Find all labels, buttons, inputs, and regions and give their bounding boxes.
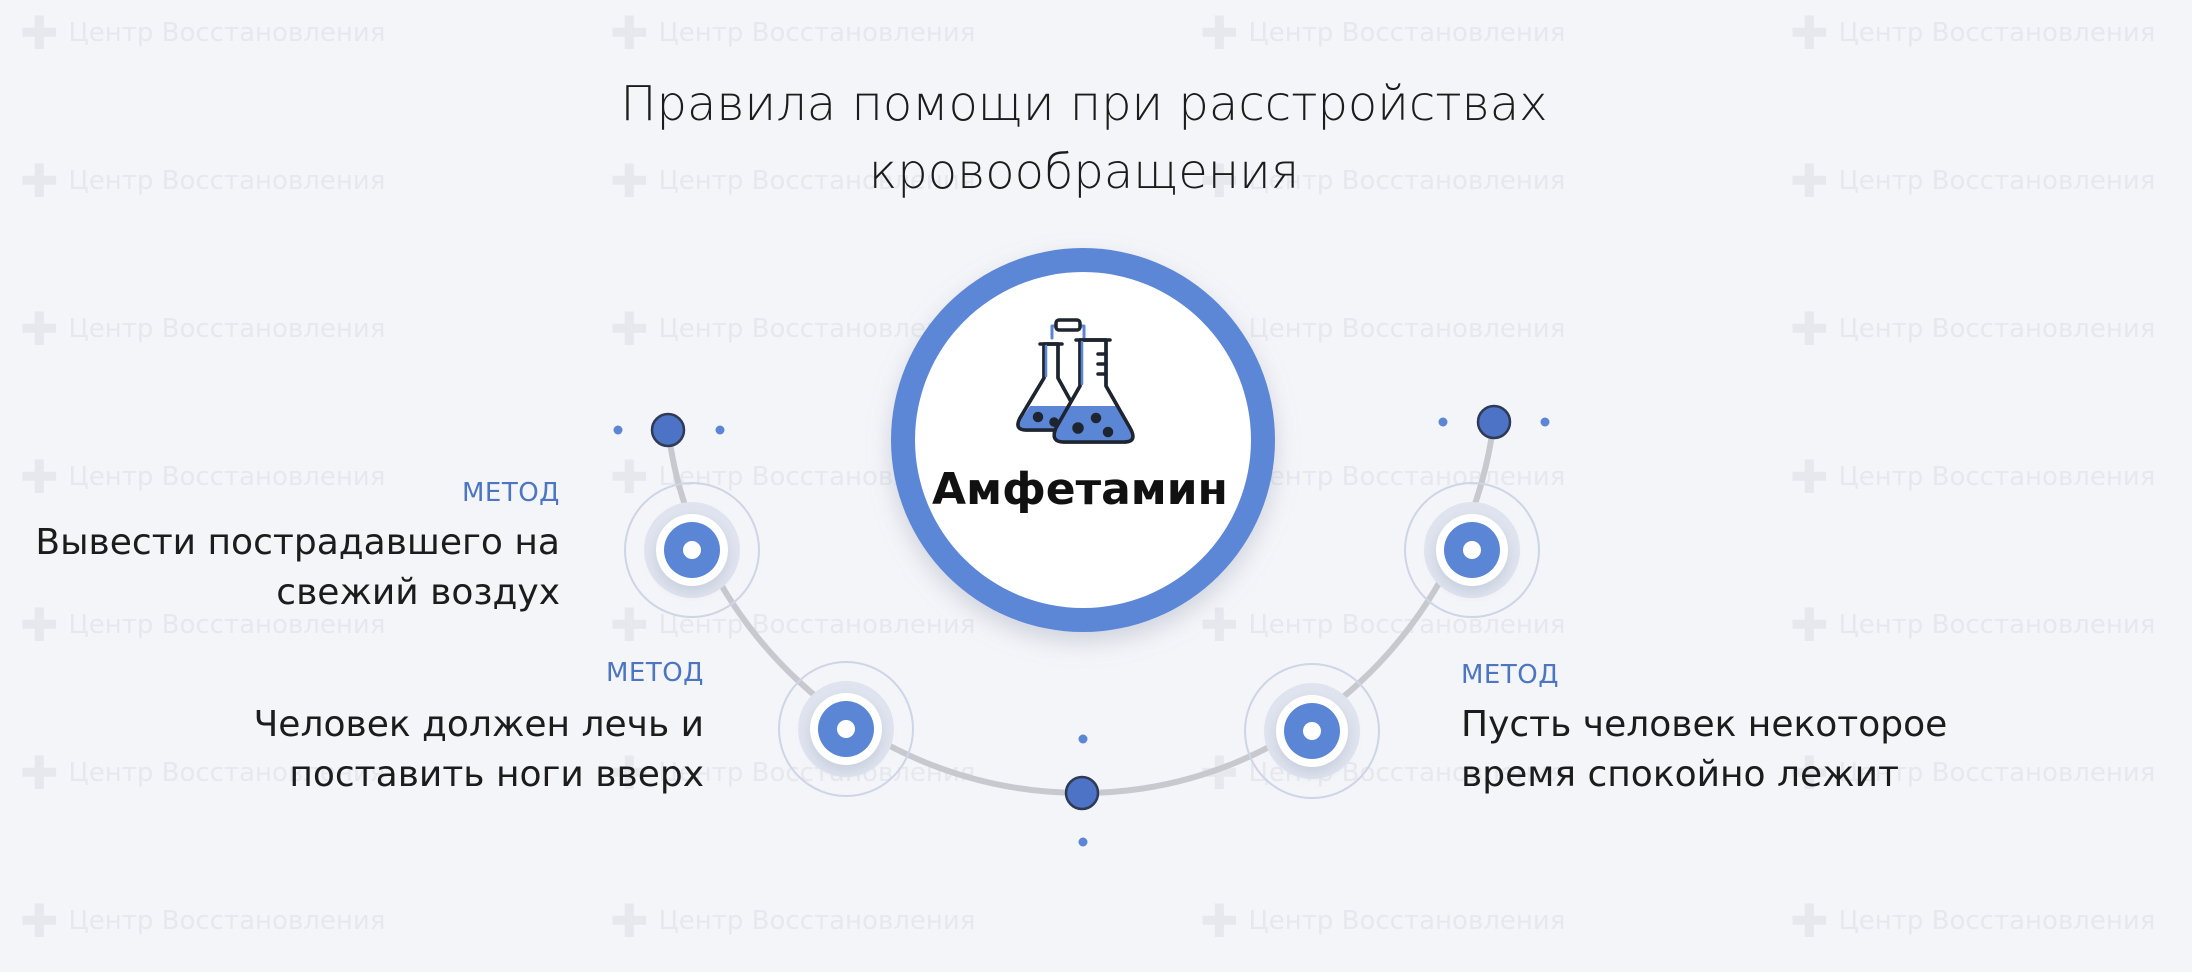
page-title: Правила помощи при расстройствах кровооб…: [0, 70, 2168, 206]
step-node-1: [624, 482, 760, 618]
method-3-line-2: время спокойно лежит: [1461, 754, 1899, 795]
title-line-2: кровообращения: [868, 144, 1300, 200]
step-node-2: [778, 661, 914, 797]
method-1-line-1: Вывести пострадавшего на: [35, 522, 560, 563]
method-2-line-1: Человек должен лечь и: [253, 704, 704, 745]
center-label: Амфетамин: [932, 464, 1228, 515]
method-1-line-2: свежий воздух: [276, 572, 560, 613]
method-1-tag: МЕТОД: [461, 478, 560, 508]
method-2-tag: МЕТОД: [605, 658, 704, 688]
arc-end-right: [1438, 404, 1550, 440]
method-3-line-1: Пусть человек некоторое: [1461, 704, 1948, 745]
arc-bottom-node: [1064, 734, 1100, 847]
step-node-4: [1404, 482, 1540, 618]
title-line-1: Правила помощи при расстройствах: [620, 76, 1548, 132]
method-1-text: Вывести пострадавшего на свежий воздух: [0, 518, 560, 618]
method-2-text: Человек должен лечь и поставить ноги вве…: [144, 700, 704, 800]
method-3-text: Пусть человек некоторое время спокойно л…: [1461, 700, 2021, 800]
method-2-line-2: поставить ноги вверх: [289, 754, 704, 795]
chemistry-flasks-icon: [1016, 318, 1135, 444]
method-3-tag: МЕТОД: [1461, 660, 1560, 690]
arc-end-left: [613, 412, 725, 448]
step-node-3: [1244, 663, 1380, 799]
